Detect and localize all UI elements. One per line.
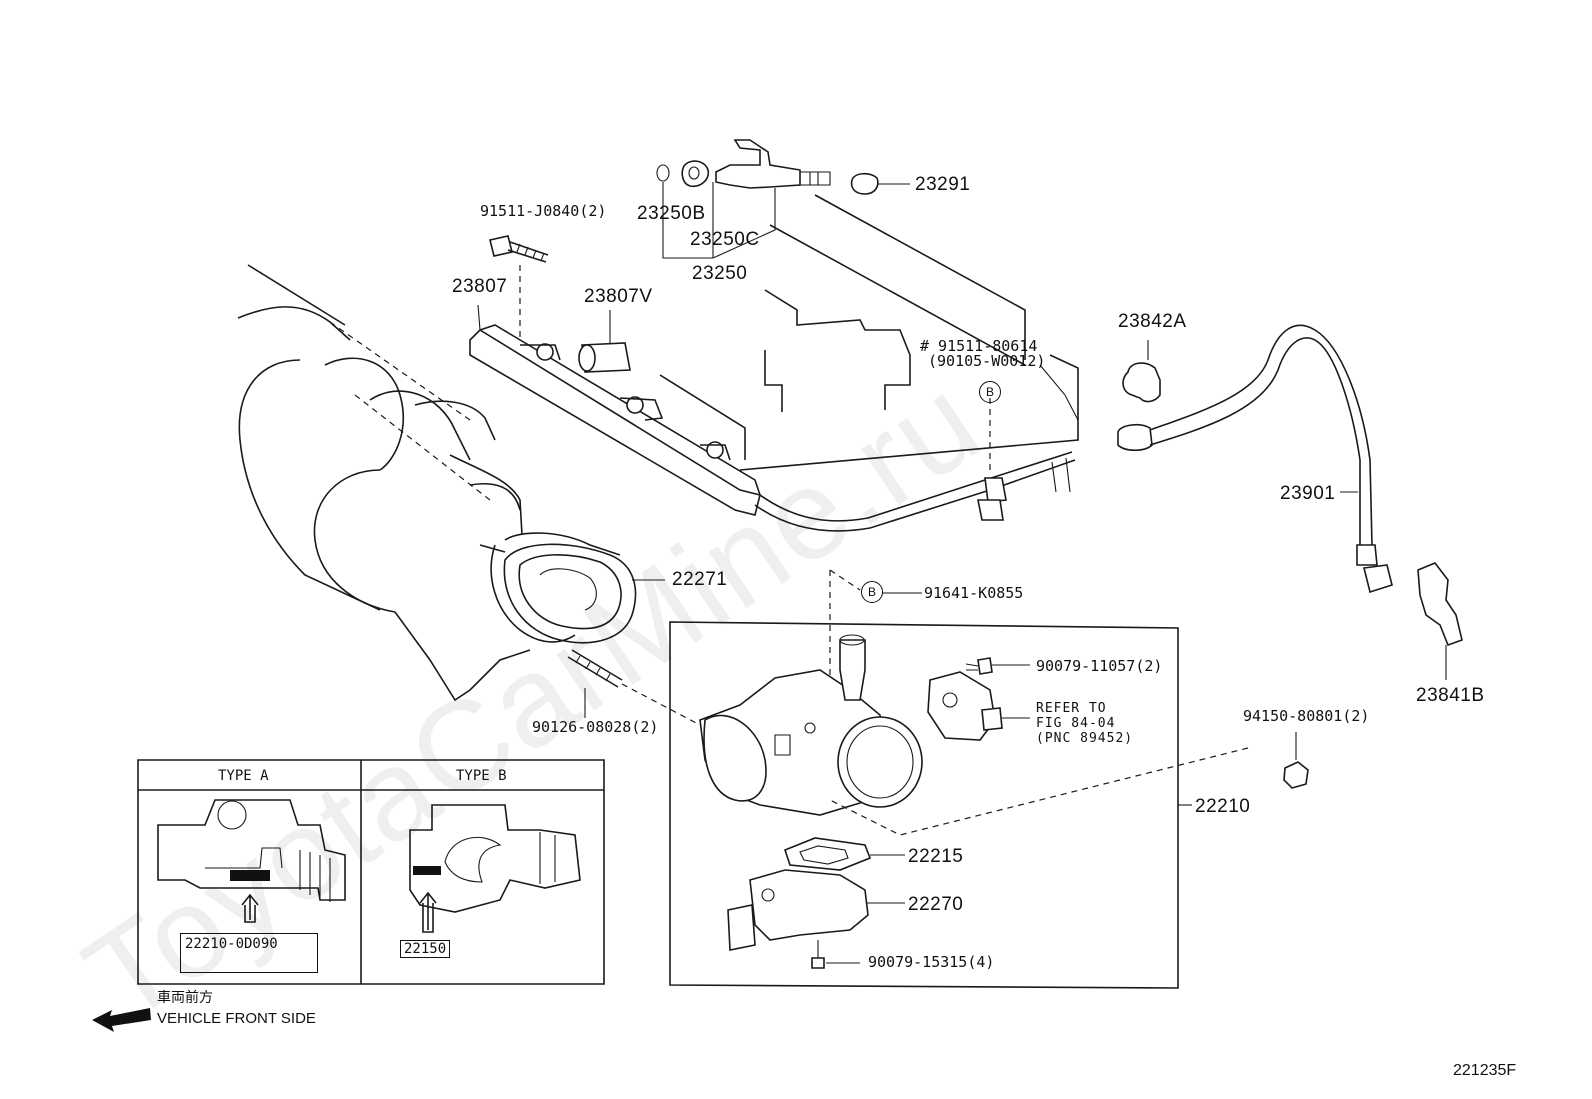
- type-box-frame: [137, 759, 605, 985]
- label-23842A: 23842A: [1118, 311, 1187, 332]
- fuel-rail-drawing: [469, 304, 761, 516]
- label-90126-08028: 90126-08028(2): [532, 718, 659, 736]
- screw-90079-11057-drawing: [965, 657, 1030, 675]
- type-b-drawing: [409, 804, 581, 933]
- refer-line-2: FIG 84-04: [1036, 716, 1116, 731]
- fuel-hose-drawing: [1117, 324, 1393, 594]
- label-23250: 23250: [692, 263, 748, 284]
- leader-lines: [1039, 364, 1079, 421]
- type-a-label: TYPE A: [218, 768, 269, 784]
- throttle-group-frame: [669, 621, 1192, 989]
- throttle-sensor-drawing: [927, 671, 1030, 741]
- label-22210: 22210: [1195, 796, 1251, 817]
- label-91511-J0840: 91511-J0840(2): [480, 202, 607, 220]
- label-91641-K0855: 91641-K0855: [924, 584, 1024, 602]
- callout-b-leader: [882, 592, 922, 594]
- injector-drawing: [656, 139, 910, 259]
- label-90079-15315: 90079-15315(4): [868, 953, 995, 971]
- insulator-23807V-drawing: [578, 310, 631, 373]
- front-side-en: VEHICLE FRONT SIDE: [157, 1010, 316, 1027]
- front-arrow-icon: [92, 1008, 151, 1032]
- label-23807: 23807: [452, 276, 508, 297]
- label-22271: 22271: [672, 569, 728, 590]
- engine-cover-drawing: [659, 194, 1079, 740]
- clamp-23842A-drawing: [1122, 340, 1161, 403]
- label-23291: 23291: [915, 174, 971, 195]
- label-91511-80614: # 91511-80614: [920, 337, 1038, 355]
- clip-23841B-drawing: [1417, 562, 1463, 680]
- callout-b-upper: B: [979, 381, 1001, 403]
- fuel-line-drawing: [754, 451, 1076, 532]
- label-23250B: 23250B: [637, 203, 706, 224]
- label-23250C: 23250C: [690, 229, 760, 250]
- callout-b-lower: B: [861, 581, 883, 603]
- gasket-22271-drawing: [503, 543, 665, 644]
- label-90105-W0012: (90105-W0012): [928, 352, 1046, 370]
- stud-90126-drawing: [567, 649, 701, 726]
- type-a-drawing: [157, 799, 346, 923]
- front-side-jp: 車両前方: [157, 990, 213, 1006]
- label-22270: 22270: [908, 894, 964, 915]
- label-23807V: 23807V: [584, 286, 653, 307]
- type-b-label: TYPE B: [456, 768, 507, 784]
- label-23841B: 23841B: [1416, 685, 1485, 706]
- isc-valve-drawing: [727, 869, 905, 969]
- label-90079-11057: 90079-11057(2): [1036, 657, 1163, 675]
- diagram-code: 221235F: [1453, 1062, 1517, 1079]
- refer-line-3: (PNC 89452): [1036, 731, 1134, 746]
- intake-manifold-drawing: [237, 264, 621, 702]
- label-22215: 22215: [908, 846, 964, 867]
- refer-line-1: REFER TO: [1036, 701, 1107, 716]
- bolt-91511-drawing: [489, 235, 549, 340]
- gasket-22215-drawing: [784, 837, 905, 871]
- type-a-code: 22210-0D090: [180, 933, 318, 973]
- type-b-code: 22150: [400, 940, 451, 958]
- label-23901: 23901: [1280, 483, 1336, 504]
- throttle-body-drawing: [699, 634, 923, 816]
- nut-94150-drawing: [829, 732, 1309, 836]
- label-94150-80801: 94150-80801(2): [1243, 707, 1370, 725]
